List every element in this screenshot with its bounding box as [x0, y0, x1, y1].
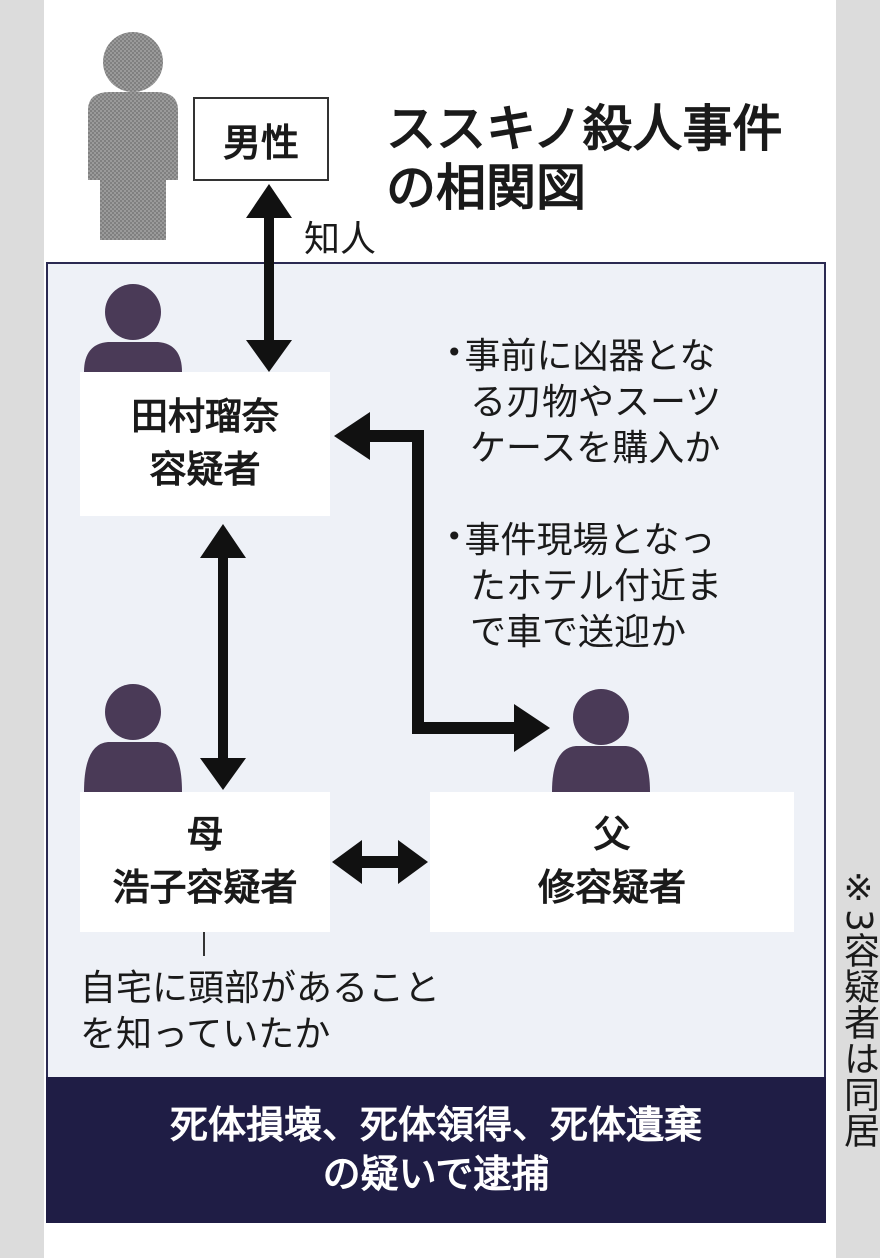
diagram-title: ススキノ殺人事件 の相関図: [386, 100, 826, 218]
charges-line-2: の疑いで逮捕: [322, 1152, 550, 1196]
mother-father-arrow: [332, 840, 428, 884]
bullet-marker: •: [446, 336, 463, 369]
mother-person-icon: [84, 684, 182, 792]
charges-banner: 死体損壊、死体領得、死体遺棄 の疑いで逮捕: [46, 1077, 826, 1223]
drive-note-line-3: で車で送迎か: [470, 612, 687, 654]
mother-note: 自宅に頭部があること を知っていたか: [80, 966, 440, 1058]
mother-note-line-1: 自宅に頭部があること: [80, 968, 441, 1009]
tamura-name: 田村瑠奈: [131, 395, 279, 439]
purchase-note-line-1: 事前に凶器とな: [464, 336, 716, 377]
bullet-marker: •: [446, 520, 463, 553]
charges-line-1: 死体損壊、死体領得、死体遺棄: [169, 1102, 702, 1147]
tamura-father-arrow: [334, 412, 550, 752]
tamura-person-icon: [84, 284, 182, 372]
title-line-2: の相関図: [386, 159, 586, 217]
tamura-title: 容疑者: [149, 448, 261, 491]
acquaintance-label: 知人: [304, 219, 377, 260]
father-person-icon: [552, 689, 650, 792]
man-person-icon: [88, 32, 178, 240]
father-card: 父 修容疑者: [430, 792, 794, 932]
mother-name: 浩子容疑者: [112, 866, 298, 909]
father-name: 修容疑者: [538, 866, 686, 909]
title-line-1: ススキノ殺人事件: [386, 100, 783, 158]
purchase-note: •事前に凶器とな る刃物やスーツ ケースを購入か: [446, 334, 721, 472]
mother-role: 母: [186, 813, 224, 857]
purchase-note-line-3: ケースを購入か: [470, 428, 721, 470]
tamura-mother-arrow: [200, 524, 246, 790]
mother-card: 母 浩子容疑者: [80, 792, 330, 932]
man-label: 男性: [222, 120, 299, 165]
cohabitation-note: ※3容疑者は同居: [838, 868, 879, 1148]
drive-note-line-1: 事件現場となっ: [464, 520, 716, 561]
man-label-box: 男性: [193, 97, 329, 181]
drive-note-line-2: たホテル付近ま: [470, 566, 723, 608]
father-role: 父: [593, 813, 631, 857]
acquaintance-arrow: [246, 184, 292, 372]
drive-note: •事件現場となっ たホテル付近ま で車で送迎か: [446, 518, 722, 656]
purchase-note-line-2: る刃物やスーツ: [470, 382, 722, 424]
tamura-card: 田村瑠奈 容疑者: [80, 372, 330, 516]
mother-note-line-2: を知っていたか: [80, 1014, 331, 1056]
